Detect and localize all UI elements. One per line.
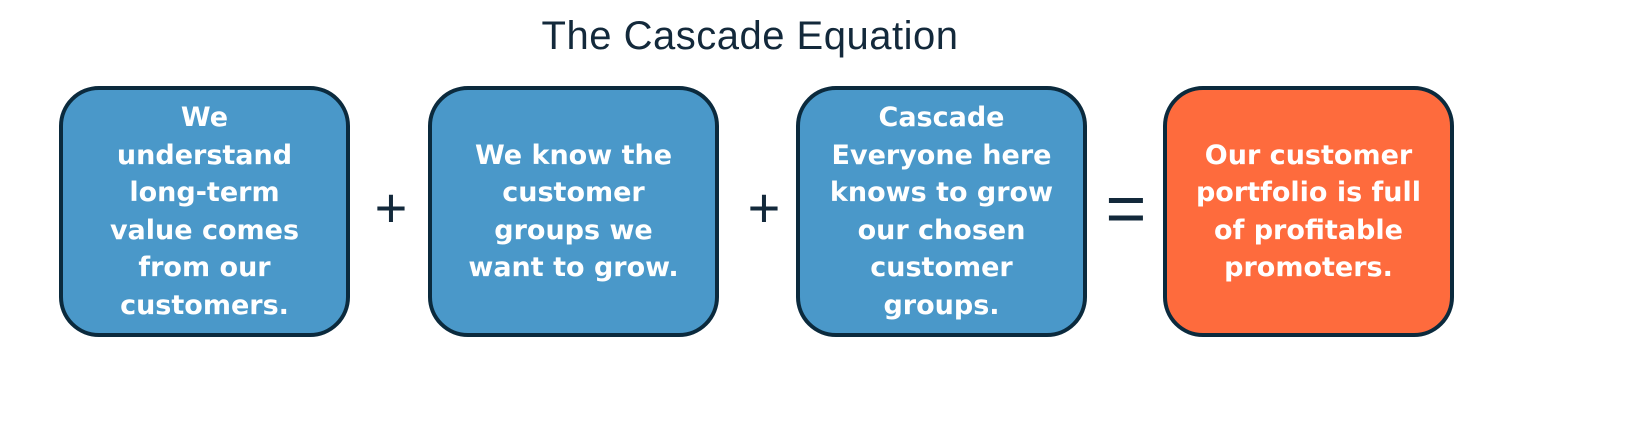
box-cascade: Cascade Everyone here knows to grow our … [796, 86, 1087, 337]
equals-operator: = [1105, 169, 1147, 247]
box-line: customer [870, 252, 1013, 283]
box-line: customers. [120, 289, 289, 321]
box-line: groups. [883, 289, 1000, 321]
box-line: from our [138, 252, 271, 283]
box-line: of profitable [1214, 214, 1403, 246]
box-line: value comes [109, 214, 300, 246]
box-line: our chosen [857, 214, 1026, 246]
box-long-term-value: We understand long-term value comes from… [59, 86, 350, 337]
box-result: Our customer portfolio is full of profit… [1163, 86, 1454, 337]
box-line: understand [116, 139, 293, 171]
box-line: want to grow. [468, 252, 679, 283]
box-line: Cascade [878, 102, 1005, 133]
box-customer-groups: We know the customer groups we want to g… [428, 86, 719, 337]
box-line: We know the [474, 139, 673, 171]
box-line: customer [502, 177, 645, 208]
box-line: portfolio is full [1195, 177, 1422, 208]
box-line: promoters. [1224, 252, 1393, 283]
box-line: Everyone here [831, 139, 1052, 171]
diagram-title: The Cascade Equation [541, 14, 959, 58]
plus-operator: + [747, 176, 781, 239]
box-line: long-term [129, 177, 280, 208]
box-line: We [180, 102, 229, 133]
box-line: knows to grow [829, 177, 1054, 208]
box-line: groups we [494, 214, 653, 246]
plus-operator: + [374, 176, 408, 239]
box-line: Our customer [1204, 139, 1413, 171]
